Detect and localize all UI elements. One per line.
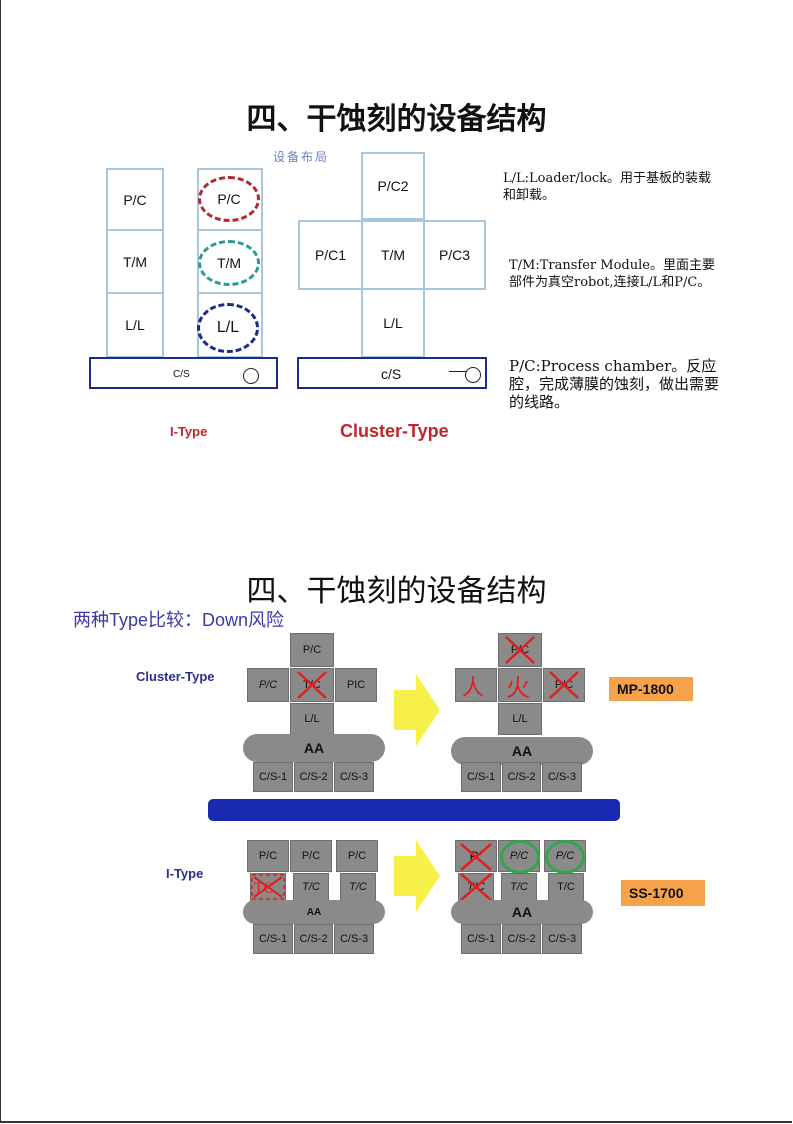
layout-label: 设备布局 bbox=[273, 150, 330, 164]
cluster-after-cs-2: C/S-2 bbox=[502, 762, 541, 792]
itype-cs-3: C/S-3 bbox=[334, 924, 374, 954]
cluster-cs-2: C/S-2 bbox=[294, 762, 333, 792]
cluster-rail: AA bbox=[243, 734, 385, 762]
cross-mark-icon bbox=[251, 874, 285, 900]
desc-tm: T/M:Transfer Module。里面主要部件为真空robot,连接L/L… bbox=[509, 258, 715, 290]
cluster-box-pc1: P/C1 bbox=[298, 220, 363, 290]
itype-type-label: I-Type bbox=[166, 866, 204, 881]
itype-pc-3: P/C bbox=[336, 840, 378, 872]
cluster-ll: L/L bbox=[290, 703, 334, 735]
model-badge-ss1700: SS-1700 bbox=[621, 880, 705, 906]
cross-mark-icon bbox=[505, 636, 535, 664]
ring-ok-icon bbox=[545, 840, 585, 874]
itype-box-tm: T/M bbox=[106, 229, 164, 294]
itype-pc-1: P/C bbox=[247, 840, 289, 872]
cluster-box-pc2: P/C2 bbox=[361, 152, 425, 220]
itype-after-tc-3: T/C bbox=[548, 873, 584, 901]
desc-pc: P/C:Process chamber。反应腔，完成薄膜的蚀刻，做出需要的线路。 bbox=[509, 357, 720, 411]
itype-after-cs-2: C/S-2 bbox=[502, 924, 541, 954]
cluster-pc-left: P/C bbox=[247, 668, 289, 702]
cluster-after-ll: L/L bbox=[498, 703, 542, 735]
cluster-type-label: Cluster-Type bbox=[136, 669, 215, 684]
itype-after-cs-1: C/S-1 bbox=[461, 924, 501, 954]
itype-cs-label: C/S bbox=[173, 369, 190, 380]
cluster-after-cs-1: C/S-1 bbox=[461, 762, 501, 792]
cluster-after-rail: AA bbox=[451, 737, 593, 765]
cluster-pc-top: P/C bbox=[290, 633, 334, 667]
cluster-after-left-text: 人 bbox=[462, 676, 485, 701]
itype-rail: AA bbox=[243, 900, 385, 924]
itype-name: I-Type bbox=[170, 424, 208, 439]
cross-mark-icon bbox=[460, 843, 492, 901]
itype-cs-bar: C/S bbox=[89, 357, 278, 389]
itype-oval-pc: P/C bbox=[198, 176, 260, 222]
cluster-cs-3: C/S-3 bbox=[334, 762, 374, 792]
compare-subtitle: 两种Type比较：Down风险 bbox=[73, 610, 285, 630]
itype-pc-2: P/C bbox=[290, 840, 332, 872]
itype-cs-2: C/S-2 bbox=[294, 924, 333, 954]
page-title-2: 四、干蚀刻的设备结构 bbox=[246, 574, 547, 609]
itype-tc-2: T/C bbox=[293, 873, 329, 901]
cross-mark-icon bbox=[297, 671, 327, 699]
itype-after-tc-2: T/C bbox=[501, 873, 537, 901]
cluster-after-center bbox=[498, 668, 542, 702]
itype-cs-1: C/S-1 bbox=[253, 924, 293, 954]
cluster-name: Cluster-Type bbox=[340, 421, 449, 441]
cluster-box-ll: L/L bbox=[361, 288, 425, 358]
arrow-right-icon bbox=[394, 840, 440, 912]
itype-oval-tm: T/M bbox=[198, 240, 260, 286]
itype-tc-3: T/C bbox=[340, 873, 376, 901]
cluster-after-left bbox=[455, 668, 497, 702]
itype-after-rail: AA bbox=[451, 900, 593, 924]
cluster-box-tm: T/M bbox=[361, 220, 425, 290]
cluster-box-pc3: P/C3 bbox=[423, 220, 486, 290]
itype-after-cs-3: C/S-3 bbox=[542, 924, 582, 954]
cluster-cs-label: c/S bbox=[381, 366, 402, 382]
itype-oval-ll: L/L bbox=[197, 303, 259, 353]
arrow-right-icon bbox=[394, 674, 440, 746]
ring-ok-icon bbox=[500, 840, 540, 874]
robot-circle-icon bbox=[243, 368, 259, 384]
model-badge-mp1800: MP-1800 bbox=[609, 677, 693, 701]
desc-ll: L/L:Loader/lock。用于基板的装载和卸载。 bbox=[503, 171, 711, 203]
cluster-after-center-text: 火 bbox=[506, 674, 530, 702]
itype-box-pc: P/C bbox=[106, 168, 164, 231]
cluster-after-cs-3: C/S-3 bbox=[542, 762, 582, 792]
robot-circle-icon bbox=[465, 367, 481, 383]
section-divider bbox=[208, 799, 620, 821]
cluster-cs-1: C/S-1 bbox=[253, 762, 293, 792]
cluster-cs-bar: c/S bbox=[297, 357, 487, 389]
cluster-pc-right: PIC bbox=[335, 668, 377, 702]
robot-arm-icon bbox=[449, 371, 467, 372]
cross-mark-icon bbox=[549, 671, 579, 699]
itype-box-ll: L/L bbox=[106, 292, 164, 358]
page-title-1: 四、干蚀刻的设备结构 bbox=[246, 102, 547, 137]
